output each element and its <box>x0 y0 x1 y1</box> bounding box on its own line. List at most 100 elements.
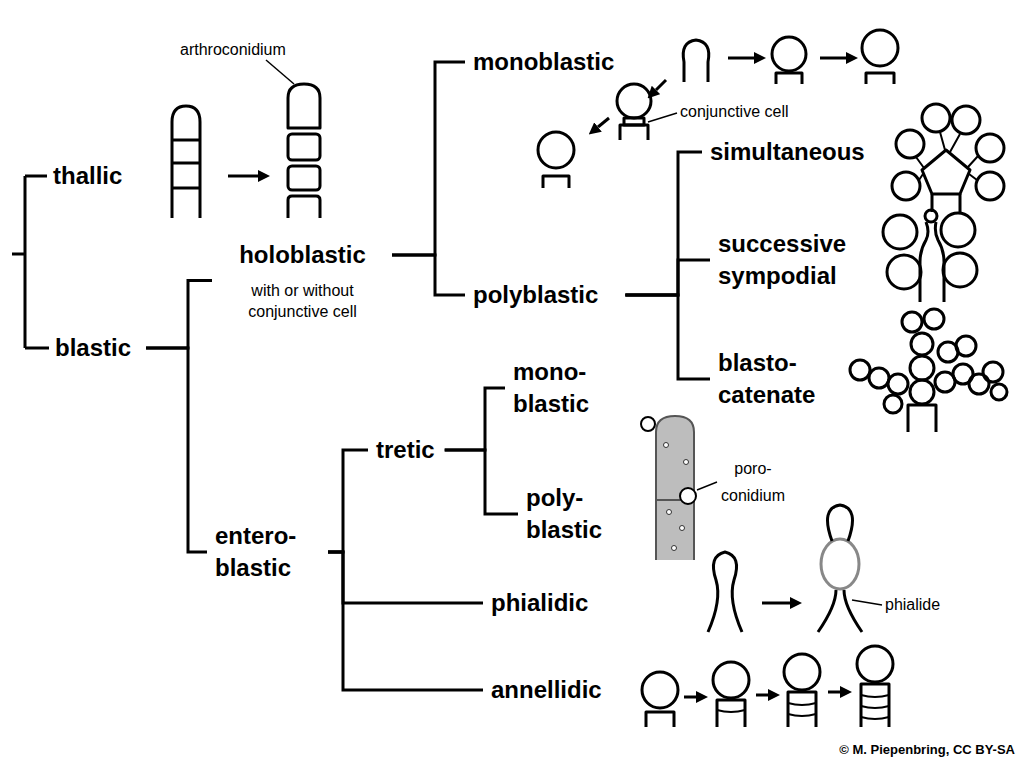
term-label: polyblastic <box>473 279 598 311</box>
arthroconidia-chain <box>288 84 320 128</box>
phialide-sequence <box>708 552 742 632</box>
sympodial-conidia <box>943 253 977 287</box>
blastocatenate-conidia <box>983 362 1003 382</box>
tretic-hypha <box>641 417 655 431</box>
tree-branch <box>328 552 483 603</box>
annellide-sequence <box>861 695 889 719</box>
annellide-sequence <box>717 700 745 727</box>
tree-branch <box>625 152 702 295</box>
annellide-sequence <box>784 654 820 690</box>
term-label: monoblastic <box>473 46 614 78</box>
leader-line <box>852 600 882 605</box>
monoblastic-sequence <box>862 30 898 66</box>
tree-branch <box>392 255 465 295</box>
term-label: mono- blastic <box>513 356 613 420</box>
simultaneous-conidia <box>952 106 980 134</box>
annellide-sequence <box>828 691 840 694</box>
term-node: simultaneous <box>710 136 865 168</box>
tretic-hypha <box>680 488 696 504</box>
monoblastic-sequence <box>772 37 806 71</box>
tree-branch <box>146 348 207 552</box>
svg-defs <box>12 30 1007 727</box>
monoblastic-sequence <box>617 84 651 118</box>
simultaneous-conidia <box>896 130 924 158</box>
process-arrow <box>228 175 258 178</box>
sympodial-conidia <box>883 210 977 302</box>
sympodial-conidia <box>920 222 928 302</box>
callout-label: phialide <box>885 595 940 615</box>
term-label: blasto- catenate <box>718 347 836 411</box>
callout-label: poro- conidium <box>712 455 794 509</box>
tree-branch <box>328 450 368 552</box>
term-node: entero- blastic <box>215 520 325 584</box>
thallic-hypha <box>172 140 200 188</box>
leader-line <box>697 482 717 490</box>
leader-line <box>266 60 294 84</box>
simultaneous-conidia <box>976 172 1004 200</box>
leader-line <box>852 600 882 605</box>
term-node: monoblastic <box>473 46 614 78</box>
term-label: simultaneous <box>710 136 865 168</box>
term-label: blastic <box>55 332 131 364</box>
term-node: blasto- catenate <box>718 347 836 411</box>
annellide-sequence <box>642 672 678 708</box>
tree-branch <box>625 295 710 379</box>
blastocatenate-conidia <box>869 368 889 388</box>
blastocatenate-conidia <box>888 374 908 394</box>
annellide-sequence <box>717 710 745 712</box>
simultaneous-conidia <box>922 104 950 132</box>
monoblastic-sequence <box>728 57 754 60</box>
term-node: polyblastic <box>473 279 598 311</box>
leader-line <box>648 113 677 122</box>
term-label: successive sympodial <box>718 228 878 292</box>
term-node: annellidic <box>491 674 602 706</box>
term-node: successive sympodial <box>718 228 878 292</box>
tree-branch <box>445 450 518 514</box>
arthroconidia-chain <box>288 196 320 218</box>
tree-branch <box>146 281 212 349</box>
annellide-sequence <box>788 703 816 716</box>
process-arrow <box>228 175 258 178</box>
leader-line <box>697 482 717 490</box>
term-label: thallic <box>53 160 122 192</box>
annellide-sequence <box>857 646 893 682</box>
annellide-sequence <box>713 662 749 698</box>
phialide-sequence <box>708 505 862 632</box>
leader-line <box>266 60 294 84</box>
term-node: thallic <box>53 160 122 192</box>
blastocatenate-conidia <box>850 360 870 380</box>
annellide-sequence <box>788 692 816 727</box>
blastocatenate-conidia <box>911 333 933 355</box>
tree-branch <box>625 260 710 295</box>
tretic-hypha <box>672 546 677 551</box>
blastocatenate-conidia <box>910 356 934 380</box>
monoblastic-sequence <box>683 40 709 82</box>
term-label: holoblastic <box>220 239 385 271</box>
term-label: tretic <box>376 434 435 466</box>
simultaneous-conidia <box>922 150 970 194</box>
term-node: holoblasticwith or without conjunctive c… <box>220 239 385 322</box>
blastocatenate-conidia <box>991 384 1007 400</box>
blastocatenate-conidia <box>908 405 936 432</box>
annellide-sequence <box>756 694 768 697</box>
sympodial-conidia <box>887 255 921 289</box>
thallic-hypha <box>172 106 200 218</box>
blastocatenate-conidia <box>884 395 902 413</box>
tretic-hypha <box>684 460 689 465</box>
term-node: tretic <box>376 434 435 466</box>
simultaneous-conidia <box>976 134 1004 162</box>
blastocatenate-conidia <box>910 380 934 404</box>
monoblastic-sequence <box>538 132 574 168</box>
phialide-sequence <box>828 505 853 541</box>
tretic-hypha <box>680 526 685 531</box>
arthroconidia-chain <box>288 166 320 190</box>
monoblastic-sequence <box>776 73 802 84</box>
leader-line <box>648 113 677 122</box>
tree-branch <box>445 388 505 450</box>
arthroconidia-chain <box>288 134 320 160</box>
sympodial-conidia <box>883 215 917 249</box>
monoblastic-sequence <box>620 125 648 140</box>
